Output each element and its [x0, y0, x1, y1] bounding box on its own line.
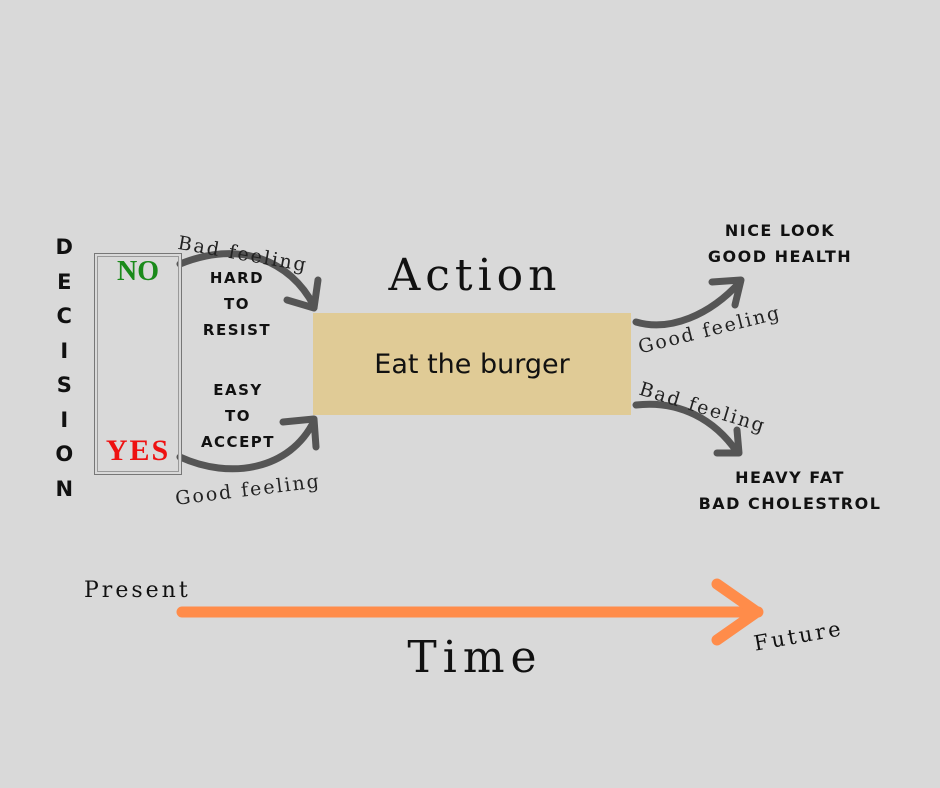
timeline-present-label: Present: [84, 578, 191, 603]
decision-letter: I: [60, 338, 70, 363]
arrow-yes-to-action: [176, 415, 320, 473]
action-box-text: Eat the burger: [374, 348, 570, 380]
good-outcome-label: NICE LOOK GOOD HEALTH: [690, 218, 870, 270]
desc-line: EASY: [213, 381, 263, 399]
timeline-arrow: [176, 578, 764, 646]
hard-to-resist-label: HARD TO RESIST: [193, 265, 281, 343]
result-line: GOOD HEALTH: [707, 247, 853, 266]
desc-line: TO: [224, 295, 250, 313]
desc-line: ACCEPT: [200, 433, 276, 451]
decision-letter: I: [60, 407, 70, 432]
desc-line: TO: [225, 407, 251, 425]
desc-line: HARD: [209, 269, 265, 287]
bad-outcome-label: HEAVY FAT BAD CHOLESTROL: [680, 465, 900, 517]
result-line: HEAVY FAT: [735, 468, 845, 487]
no-option: NO: [117, 256, 159, 287]
result-line: NICE LOOK: [724, 221, 836, 240]
arrow-no-to-action: [176, 250, 322, 312]
decision-letter: O: [55, 442, 75, 466]
arrow-action-to-good-outcome: [632, 276, 745, 329]
result-line: BAD CHOLESTROL: [698, 494, 882, 513]
decision-choice-box: [94, 253, 182, 475]
decision-letter: S: [56, 373, 74, 397]
easy-to-accept-label: EASY TO ACCEPT: [193, 377, 283, 455]
action-box: Eat the burger: [313, 313, 631, 415]
action-title: Action: [388, 250, 562, 301]
decision-letter: D: [55, 235, 75, 259]
decision-letter: N: [55, 476, 75, 501]
yes-option: YES: [105, 434, 171, 467]
decision-letter: E: [57, 269, 73, 294]
decision-letter: C: [56, 304, 74, 328]
decision-vertical-label: D E C I S I O N: [52, 230, 78, 506]
desc-line: RESIST: [202, 321, 272, 339]
arrow-action-to-bad-outcome: [632, 400, 743, 457]
timeline-axis-title: Time: [407, 632, 543, 683]
